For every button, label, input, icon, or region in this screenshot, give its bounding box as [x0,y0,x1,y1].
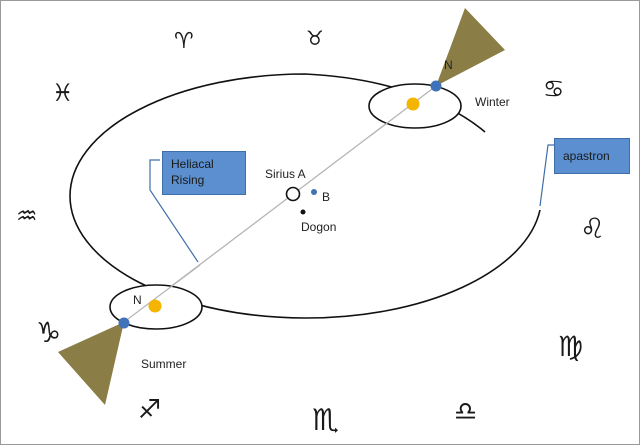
earth-winter [430,80,442,92]
sagittarius-symbol: ♐ [138,395,161,425]
axis-line-summer [123,264,201,323]
leo-symbol: ♌ [580,212,605,245]
sun-winter [406,97,420,111]
earth-summer [118,317,130,329]
taurus-symbol: ♉ [306,26,324,50]
dogon-label: Dogon [301,220,336,234]
virgo-symbol: ♍ [558,330,583,363]
cancer-symbol: ♋ [543,75,565,103]
south-cone [58,322,124,405]
scorpio-symbol: ♏ [312,403,339,438]
heliacal-rising-callout: Heliacal Rising [162,151,246,195]
small-n-label: N [133,293,142,307]
capricorn-symbol: ♑ [36,316,61,349]
sirius-a-marker [285,186,301,202]
north-label: N [444,58,453,72]
summer-label: Summer [141,357,186,371]
dogon-marker [300,209,306,215]
sirius-b-marker [311,189,317,195]
north-cone [436,8,505,86]
apastron-leader [539,144,555,207]
heliacal-line-2: Rising [171,173,205,187]
pisces-symbol: ♓ [52,79,74,107]
sirius-a-label: Sirius A [265,167,306,181]
apastron-callout: apastron [554,138,630,174]
apastron-label: apastron [563,149,610,163]
heliacal-leader [149,159,199,263]
aquarius-symbol: ♒ [16,202,38,230]
winter-label: Winter [475,95,510,109]
axis-line-winter [369,85,437,137]
heliacal-line-1: Heliacal [171,157,214,171]
sun-summer [148,299,162,313]
aries-symbol: ♈ [174,29,194,54]
orbit-ellipse [69,73,541,319]
sirius-b-label: B [322,190,330,204]
libra-symbol: ♎ [454,397,477,427]
